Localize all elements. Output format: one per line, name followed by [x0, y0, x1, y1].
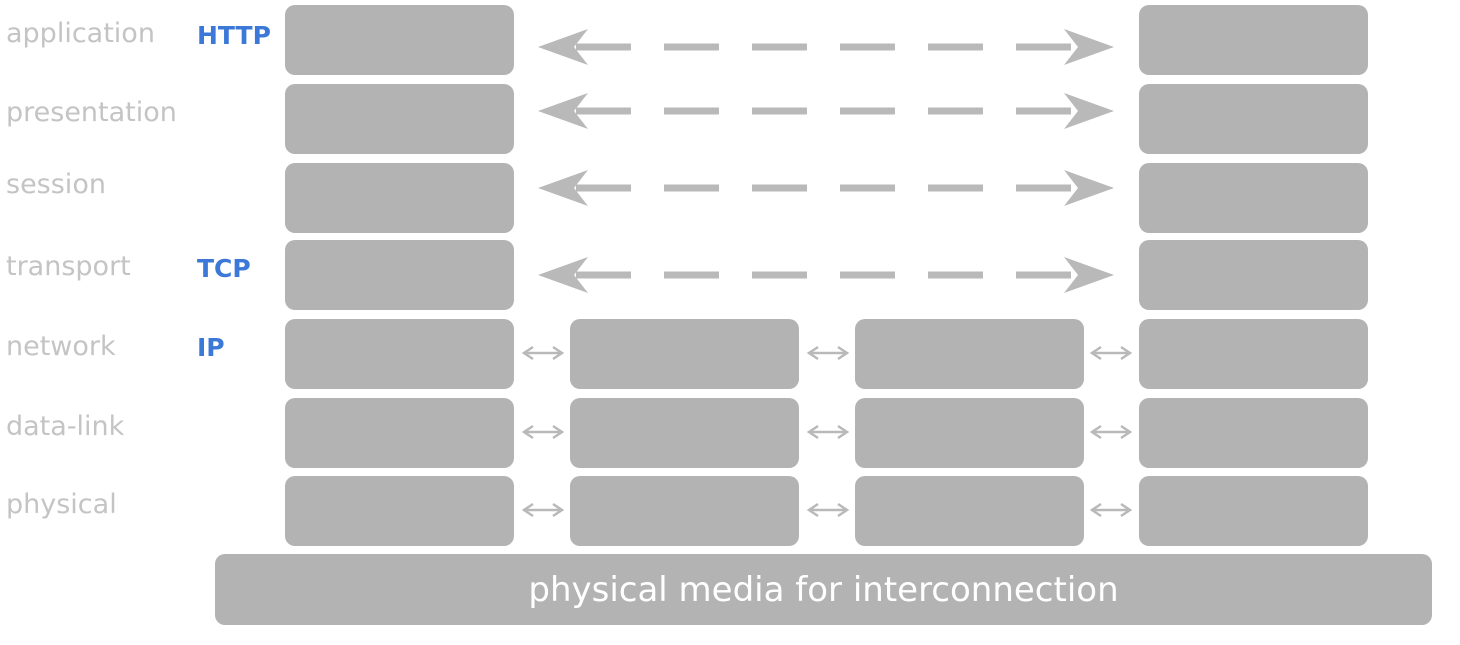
hop-arrow-network-1: [521, 345, 565, 361]
layer-label-session: session: [6, 169, 106, 200]
router-2-data-link-box: [855, 398, 1084, 468]
host-b-presentation-box: [1139, 84, 1368, 154]
physical-media-label: physical media for interconnection: [528, 569, 1119, 610]
protocol-label-ip: IP: [197, 333, 225, 362]
router-1-physical-box: [570, 476, 799, 546]
host-b-transport-box: [1139, 240, 1368, 310]
layer-label-physical: physical: [6, 489, 117, 520]
host-a-transport-box: [285, 240, 514, 310]
hop-arrow-network-3: [1089, 345, 1133, 361]
layer-label-transport: transport: [6, 251, 131, 282]
host-b-physical-box: [1139, 476, 1368, 546]
host-a-data-link-box: [285, 398, 514, 468]
physical-media-bar: physical media for interconnection: [215, 554, 1432, 625]
host-b-session-box: [1139, 163, 1368, 233]
hop-arrow-physical-1: [521, 502, 565, 518]
host-a-presentation-box: [285, 84, 514, 154]
dashed-double-arrow-presentation: [538, 93, 1114, 129]
dashed-double-arrow-application: [538, 29, 1114, 65]
layer-label-presentation: presentation: [6, 97, 177, 128]
protocol-label-tcp: TCP: [197, 254, 251, 283]
router-2-physical-box: [855, 476, 1084, 546]
layer-label-data-link: data-link: [6, 411, 125, 442]
protocol-label-http: HTTP: [197, 21, 271, 50]
layer-label-network: network: [6, 331, 116, 362]
host-b-application-box: [1139, 5, 1368, 75]
dashed-double-arrow-transport: [538, 257, 1114, 293]
host-a-session-box: [285, 163, 514, 233]
dashed-double-arrow-session: [538, 170, 1114, 206]
router-1-data-link-box: [570, 398, 799, 468]
router-1-network-box: [570, 319, 799, 389]
hop-arrow-physical-2: [806, 502, 850, 518]
host-a-physical-box: [285, 476, 514, 546]
host-b-network-box: [1139, 319, 1368, 389]
hop-arrow-physical-3: [1089, 502, 1133, 518]
hop-arrow-data-link-1: [521, 424, 565, 440]
hop-arrow-data-link-3: [1089, 424, 1133, 440]
host-a-application-box: [285, 5, 514, 75]
hop-arrow-data-link-2: [806, 424, 850, 440]
router-2-network-box: [855, 319, 1084, 389]
host-a-network-box: [285, 319, 514, 389]
hop-arrow-network-2: [806, 345, 850, 361]
layer-label-application: application: [6, 18, 155, 49]
host-b-data-link-box: [1139, 398, 1368, 468]
